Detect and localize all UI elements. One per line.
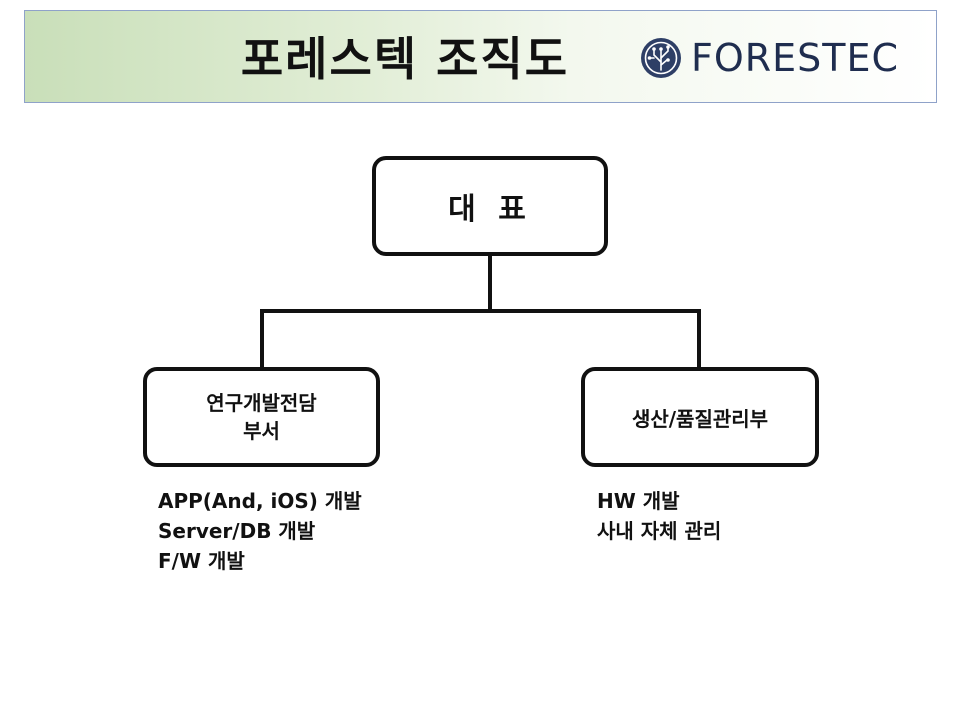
header-banner: 포레스텍 조직도 FO [24,10,937,103]
production-label: 생산/품질관리부 [631,406,769,431]
list-item: APP(And, iOS) 개발 [158,489,362,513]
rnd-label-line2: 부서 [243,419,280,443]
list-item: HW 개발 [597,489,680,513]
list-item: Server/DB 개발 [158,519,316,543]
circuit-tree-logo-icon [641,38,681,78]
company-logo: FORESTEC [639,35,899,81]
production-duties-list: HW 개발 사내 자체 관리 [597,486,721,546]
production-quality-department-box: 생산/품질관리부 [581,367,819,467]
rnd-label-line1: 연구개발전담 [206,391,317,415]
rnd-duties-list: APP(And, iOS) 개발 Server/DB 개발 F/W 개발 [158,486,362,576]
list-item: F/W 개발 [158,549,245,573]
ceo-box: 대 표 [372,156,608,256]
page-title: 포레스텍 조직도 [240,32,570,86]
logo-wordmark: FORESTEC [691,36,900,80]
ceo-label: 대 표 [448,192,532,227]
list-item: 사내 자체 관리 [597,519,722,543]
rnd-department-box: 연구개발전담 부서 [143,367,380,467]
